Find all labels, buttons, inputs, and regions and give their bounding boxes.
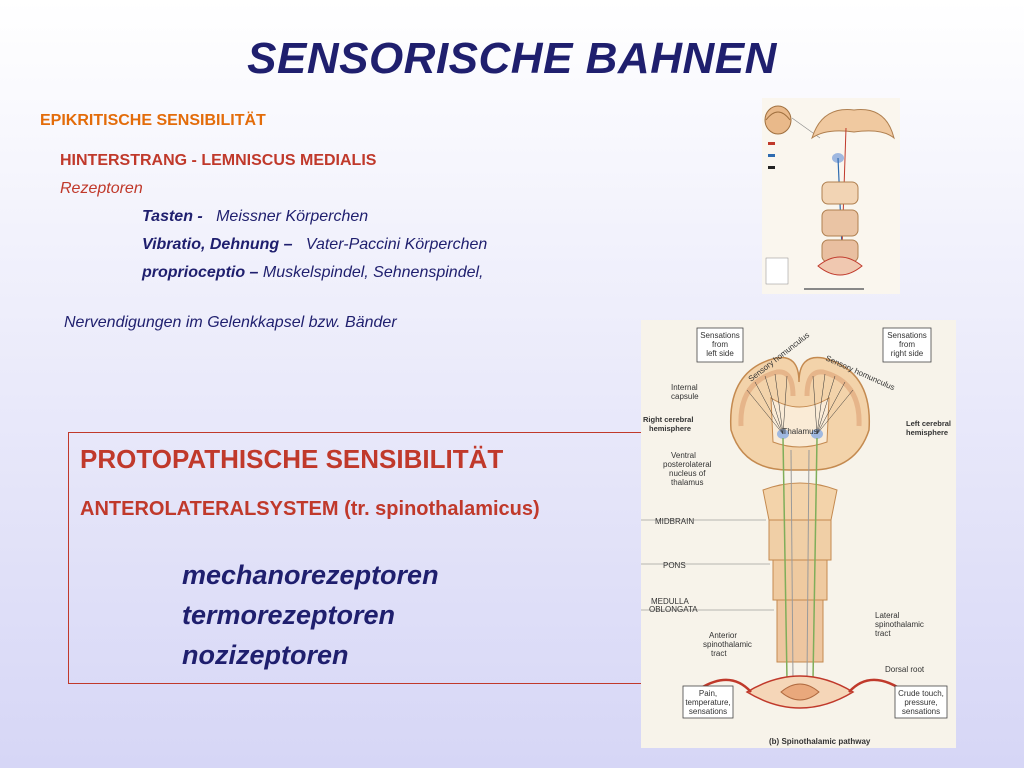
receptor-desc: Vater-Paccini Körperchen bbox=[305, 236, 488, 253]
anterolateral-heading: ANTEROLATERALSYSTEM (tr. spinothalamicus… bbox=[80, 498, 540, 520]
label-right-hemisphere: Right cerebral bbox=[643, 415, 693, 424]
label-pain: temperature, bbox=[685, 698, 730, 707]
label-left-hemisphere: Left cerebral bbox=[906, 419, 951, 428]
label-crude-touch: sensations bbox=[902, 707, 940, 716]
label-sensations-left: Sensations bbox=[700, 331, 740, 340]
label-sensations-right: Sensations bbox=[887, 331, 927, 340]
label-vpl: posterolateral bbox=[663, 460, 712, 469]
label-dorsal-root: Dorsal root bbox=[885, 665, 925, 674]
label-left-hemisphere: hemisphere bbox=[906, 428, 948, 437]
label-pain: sensations bbox=[689, 707, 727, 716]
receptor-type: mechanorezeptoren bbox=[182, 560, 439, 590]
label-anterior-tract: spinothalamic bbox=[703, 640, 752, 649]
receptor-desc: Muskelspindel, Sehnenspindel, bbox=[262, 264, 484, 281]
label-crude-touch: pressure, bbox=[904, 698, 937, 707]
figure-caption: (b) Spinothalamic pathway bbox=[769, 737, 871, 746]
spinothalamic-figure: Sensations from left side Sensations fro… bbox=[641, 320, 956, 748]
label-medulla: MEDULLA bbox=[651, 597, 689, 606]
label-internal-capsule: capsule bbox=[671, 392, 699, 401]
page-title: SENSORISCHE BAHNEN bbox=[247, 34, 777, 83]
hinterstrang-heading: HINTERSTRANG - LEMNISCUS MEDIALIS bbox=[60, 152, 377, 169]
label-crude-touch: Crude touch, bbox=[898, 689, 944, 698]
receptor-term: Vibratio, Dehnung – bbox=[142, 236, 293, 253]
label-sensations-right: from bbox=[899, 340, 915, 349]
label-internal-capsule: Internal bbox=[671, 383, 698, 392]
label-sensations-right: right side bbox=[891, 349, 924, 358]
protopathisch-heading: PROTOPATHISCHE SENSIBILITÄT bbox=[80, 444, 504, 474]
label-vpl: Ventral bbox=[671, 451, 696, 460]
receptor-row: Tasten - Meissner Körperchen bbox=[142, 208, 368, 226]
label-anterior-tract: Anterior bbox=[709, 631, 737, 640]
dorsal-column-figure bbox=[762, 98, 900, 294]
receptor-row: Vibratio, Dehnung – Vater-Paccini Körper… bbox=[142, 236, 487, 254]
label-pain: Pain, bbox=[699, 689, 717, 698]
label-vpl: thalamus bbox=[671, 478, 703, 487]
label-right-hemisphere: hemisphere bbox=[649, 424, 691, 433]
label-anterior-tract: tract bbox=[711, 649, 727, 658]
label-midbrain: MIDBRAIN bbox=[655, 517, 694, 526]
label-sensations-left: left side bbox=[706, 349, 734, 358]
label-lateral-tract: tract bbox=[875, 629, 891, 638]
receptor-term: Tasten - bbox=[142, 208, 203, 225]
label-pons: PONS bbox=[663, 561, 686, 570]
label-thalamus: Thalamus bbox=[782, 427, 817, 436]
receptor-desc: Meissner Körperchen bbox=[216, 208, 369, 225]
label-lateral-tract: Lateral bbox=[875, 611, 900, 620]
label-lateral-tract: spinothalamic bbox=[875, 620, 924, 629]
label-medulla: OBLONGATA bbox=[649, 605, 698, 614]
receptor-term: proprioceptio – bbox=[142, 264, 259, 281]
receptor-row: proprioceptio – Muskelspindel, Sehnenspi… bbox=[142, 264, 484, 282]
label-sensations-left: from bbox=[712, 340, 728, 349]
rezeptoren-label: Rezeptoren bbox=[60, 180, 143, 197]
receptor-type: nozizeptoren bbox=[182, 640, 349, 670]
epikritisch-heading: EPIKRITISCHE SENSIBILITÄT bbox=[40, 112, 266, 129]
receptor-type: termorezeptoren bbox=[182, 600, 396, 630]
label-vpl: nucleus of bbox=[669, 469, 706, 478]
nervendigungen-text: Nervendigungen im Gelenkkapsel bzw. Bänd… bbox=[64, 314, 397, 331]
